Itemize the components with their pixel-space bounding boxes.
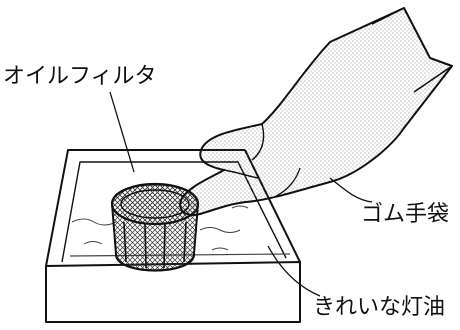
rubber-glove-label: ゴム手袋 — [361, 202, 450, 227]
leader-lines — [109, 91, 373, 297]
oil-filter-label: オイルフィルタ — [3, 64, 157, 89]
rubber-glove-leader — [329, 177, 373, 203]
clean-kerosene-label: きれいな灯油 — [313, 295, 446, 320]
kerosene-leader — [267, 245, 321, 297]
oil-filter-leader — [109, 91, 135, 173]
rubber-glove-hand — [179, 7, 453, 216]
